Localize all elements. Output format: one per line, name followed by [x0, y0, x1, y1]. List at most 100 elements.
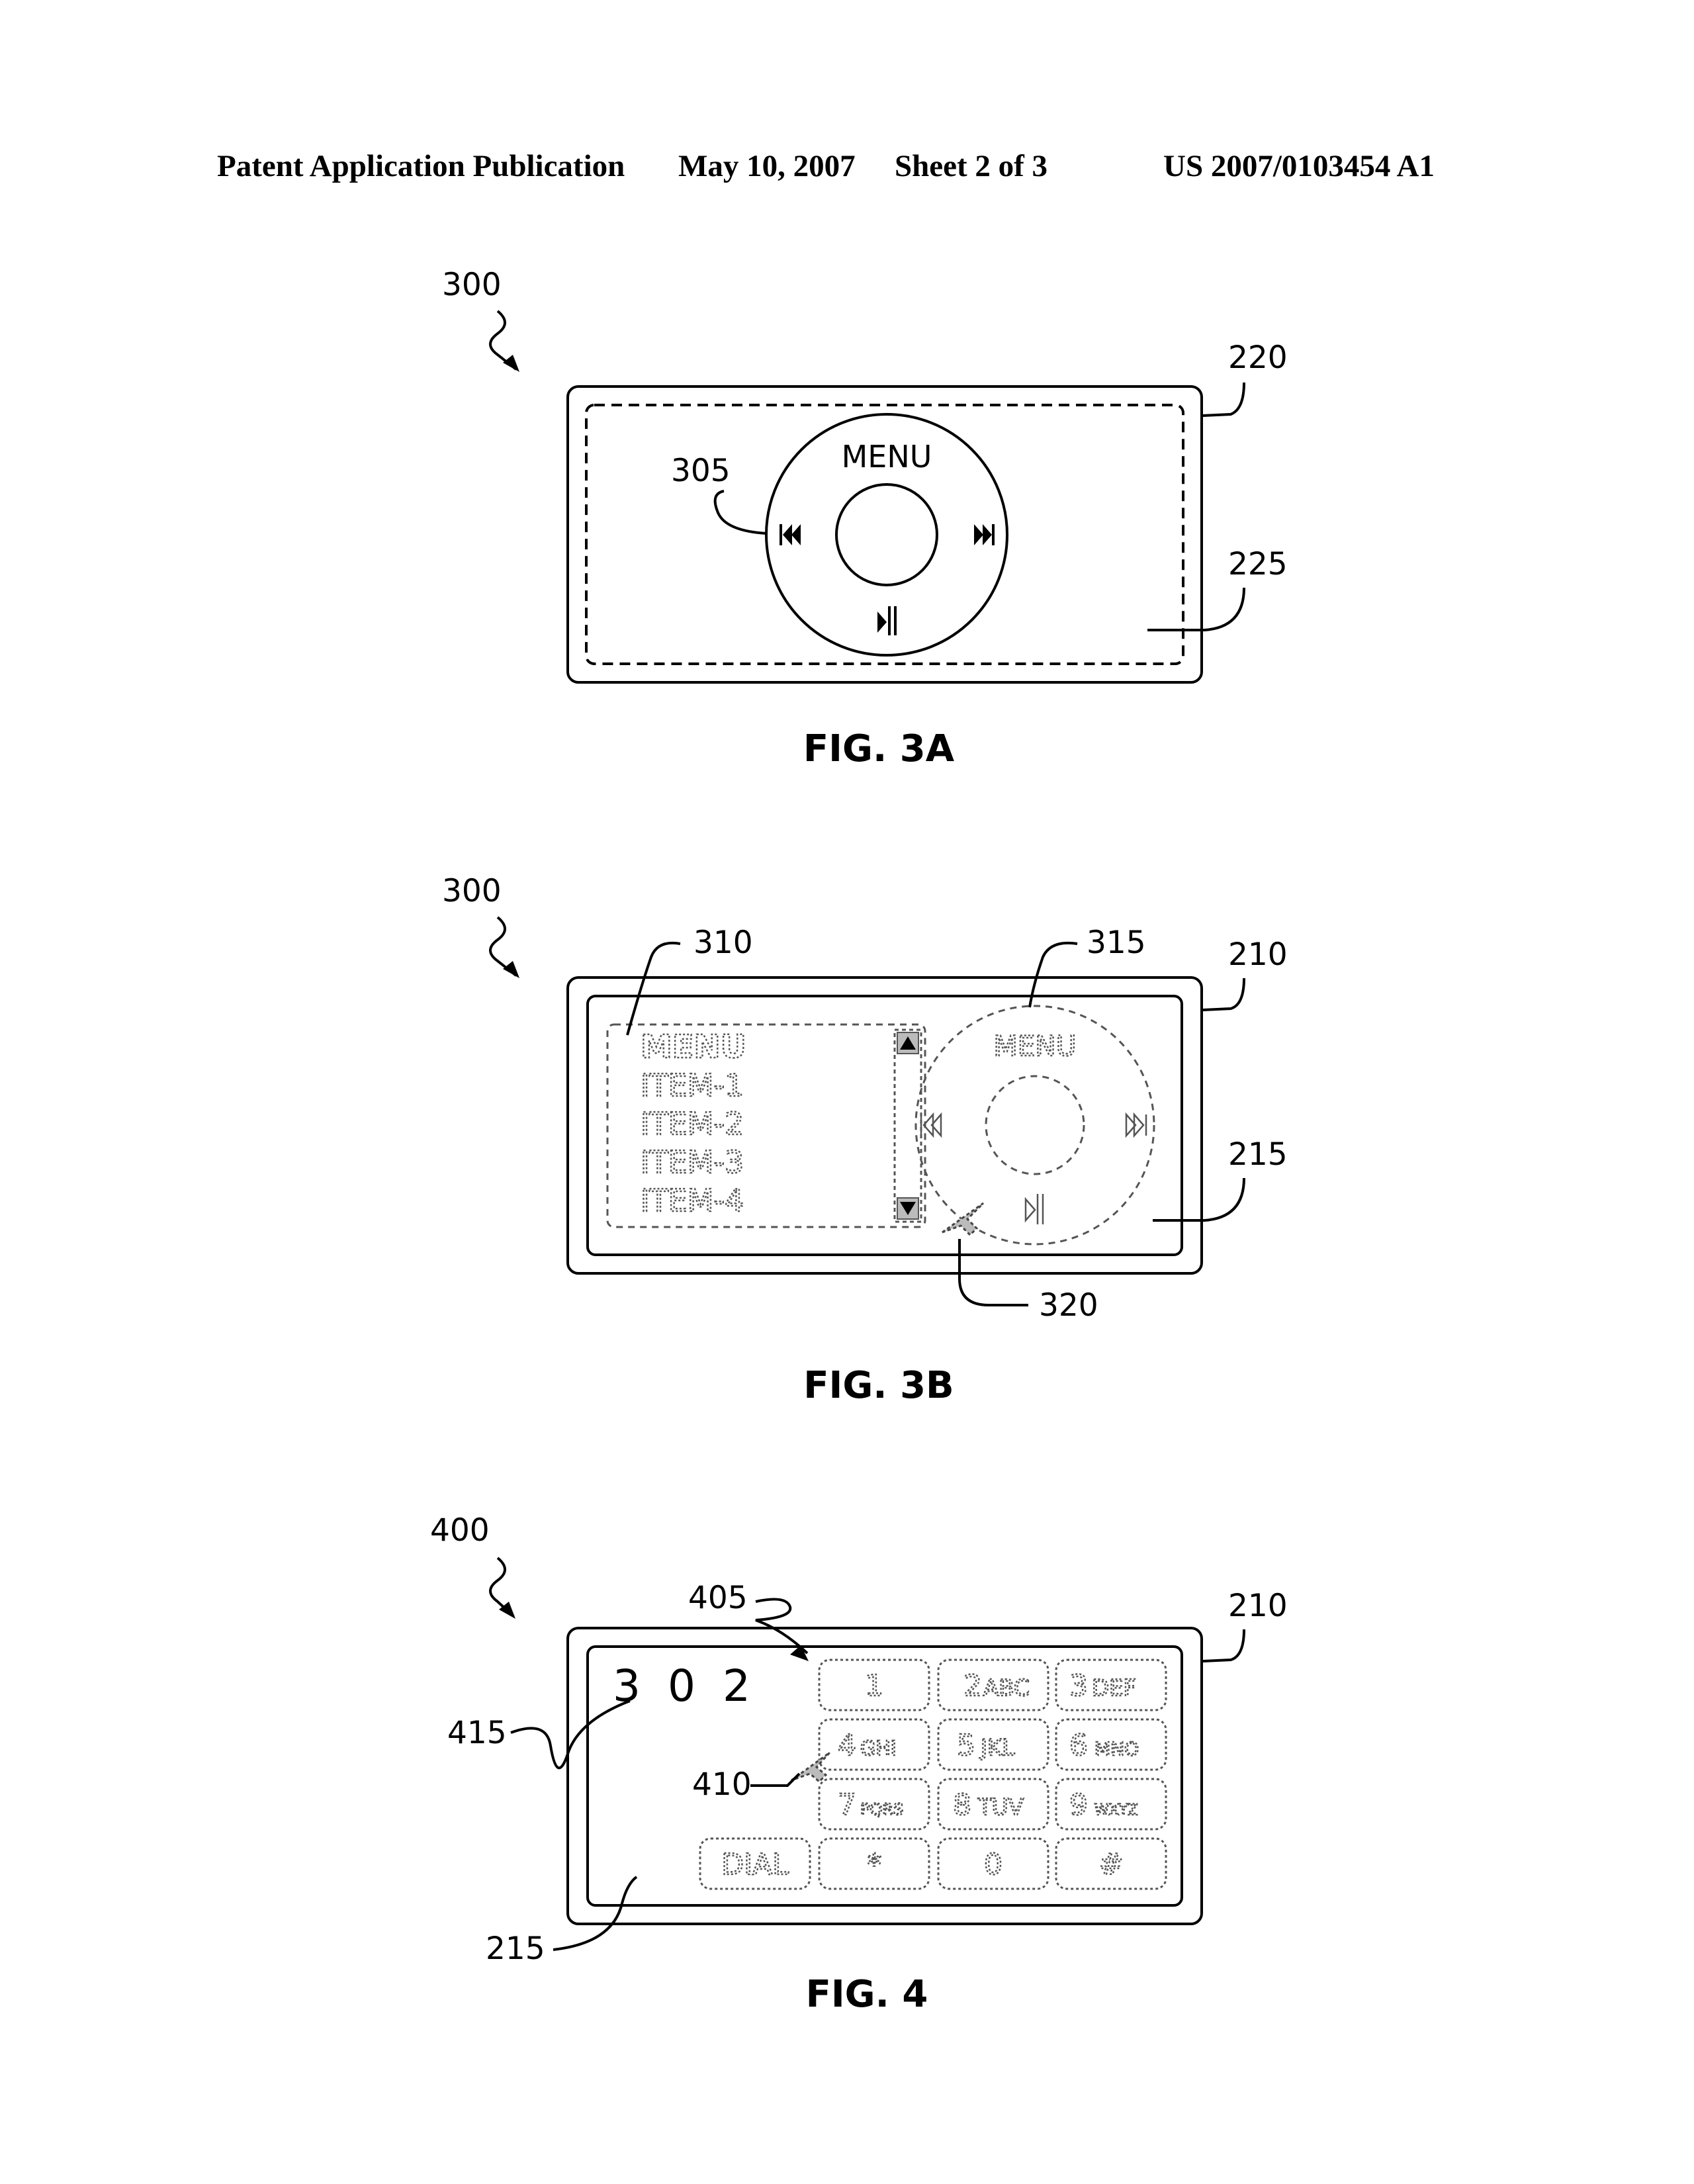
ref-215-4: 215: [486, 1931, 545, 1967]
ref-210-4: 210: [1228, 1588, 1288, 1624]
key-5[interactable]: 5 JKL: [937, 1718, 1049, 1771]
caption-fig-4: FIG. 4: [806, 1973, 928, 2016]
leader-405: [755, 1598, 809, 1655]
leader-300-3b: [489, 916, 517, 977]
scroll-down-button[interactable]: [897, 1197, 919, 1220]
svg-text:TUV: TUV: [977, 1794, 1024, 1821]
header-publication: Patent Application Publication: [217, 149, 625, 183]
previous-track-icon-3a: [780, 524, 801, 545]
list-item-3[interactable]: ITEM-3: [640, 1144, 745, 1181]
key-0[interactable]: 0: [937, 1837, 1049, 1890]
ref-300-3a: 300: [442, 267, 502, 303]
svg-text:2: 2: [963, 1669, 982, 1703]
ref-400: 400: [430, 1512, 490, 1549]
touch-screen-4: [586, 1645, 1183, 1907]
virtual-center-button[interactable]: [985, 1075, 1085, 1175]
list-item-4[interactable]: ITEM-4: [640, 1182, 745, 1220]
caption-fig-3b: FIG. 3B: [803, 1364, 954, 1407]
leader-225: [1147, 587, 1245, 631]
svg-text:JKL: JKL: [979, 1735, 1014, 1761]
dialed-number-display: 3 0 2: [613, 1661, 757, 1711]
scroll-up-arrow-icon: [900, 1036, 916, 1050]
svg-text:7: 7: [838, 1788, 856, 1822]
svg-text:GHI: GHI: [860, 1737, 897, 1760]
leader-210-3b: [1202, 978, 1245, 1011]
leader-300-3a: [489, 310, 517, 371]
device-housing-3a: [566, 385, 1203, 684]
ref-210-3b: 210: [1228, 936, 1288, 973]
ref-305: 305: [671, 453, 731, 489]
svg-text:6: 6: [1069, 1729, 1088, 1762]
leader-310: [626, 942, 681, 1036]
svg-text:5: 5: [957, 1729, 975, 1762]
play-pause-icon-3a: [877, 606, 897, 635]
leader-315: [1028, 941, 1078, 1008]
key-7[interactable]: 7 PQRS: [818, 1778, 930, 1831]
arrowhead-300-3b: [503, 961, 519, 978]
wheel-menu-label-3a: MENU: [842, 439, 932, 475]
leader-410: [750, 1772, 801, 1787]
svg-text:WXYZ: WXYZ: [1094, 1802, 1137, 1819]
leader-215-3b: [1153, 1177, 1245, 1222]
key-8[interactable]: 8 TUV: [937, 1778, 1049, 1831]
keypad: 1 2 ABC 3 DEF 4 GHI 5 JKL: [699, 1659, 1167, 1890]
leader-215-4: [553, 1876, 638, 1951]
leader-400: [489, 1557, 515, 1617]
next-track-icon-3a: [974, 524, 995, 545]
scroll-down-arrow-icon: [900, 1202, 916, 1215]
virtual-click-wheel[interactable]: [914, 1005, 1155, 1246]
leader-305: [713, 490, 767, 535]
center-button-3a: [835, 483, 938, 586]
key-9[interactable]: 9 WXYZ: [1055, 1778, 1167, 1831]
dial-button[interactable]: DIAL: [699, 1837, 811, 1890]
svg-text:DEF: DEF: [1092, 1675, 1136, 1702]
list-scrollbar[interactable]: [893, 1028, 922, 1223]
svg-text:*: *: [867, 1848, 881, 1882]
svg-text:0: 0: [984, 1848, 1003, 1882]
figure-3a: 300 MENU 305 220 225: [442, 267, 1288, 770]
virtual-next-track-icon[interactable]: [1125, 1112, 1147, 1138]
touch-area-3a: [585, 404, 1184, 665]
ref-410: 410: [692, 1766, 752, 1803]
arrowhead-405: [790, 1645, 809, 1661]
pointer-cursor-icon-4: [791, 1751, 831, 1784]
leader-415: [510, 1700, 631, 1770]
svg-text:3: 3: [1069, 1669, 1088, 1703]
device-housing-3b: [566, 976, 1203, 1275]
pointer-cursor-icon-3b: [942, 1202, 985, 1237]
caption-fig-3a: FIG. 3A: [803, 727, 955, 770]
header-number: US 2007/0103454 A1: [1163, 149, 1435, 183]
leader-320: [958, 1239, 1028, 1306]
virtual-previous-track-icon[interactable]: [920, 1112, 942, 1138]
list-item-2[interactable]: ITEM-2: [640, 1105, 745, 1143]
list-item-1[interactable]: ITEM-1: [640, 1067, 745, 1105]
key-hash[interactable]: #: [1055, 1837, 1167, 1890]
header-date: May 10, 2007: [678, 149, 856, 183]
ref-310: 310: [693, 925, 753, 961]
figure-3b: 300 MENU ITEM-1 ITEM-2 ITEM-3 ITEM-4 MEN…: [442, 873, 1288, 1407]
virtual-play-pause-icon[interactable]: [1024, 1194, 1044, 1224]
ref-220: 220: [1228, 340, 1288, 376]
click-wheel-3a: [765, 413, 1008, 657]
leader-220: [1202, 382, 1245, 417]
svg-text:MNO: MNO: [1094, 1738, 1139, 1760]
svg-text:8: 8: [953, 1788, 971, 1822]
virtual-wheel-menu-label[interactable]: MENU: [993, 1029, 1077, 1064]
ref-320: 320: [1039, 1287, 1098, 1324]
key-3[interactable]: 3 DEF: [1055, 1659, 1167, 1711]
figure-4: 400 3 0 2 1 2 ABC 3 DEF 4: [430, 1512, 1288, 2016]
key-1[interactable]: 1: [818, 1659, 930, 1711]
key-star[interactable]: *: [818, 1837, 930, 1890]
list-item-menu[interactable]: MENU: [640, 1028, 747, 1067]
svg-text:9: 9: [1069, 1788, 1088, 1822]
svg-text:ABC: ABC: [983, 1675, 1030, 1702]
svg-text:DIAL: DIAL: [721, 1848, 789, 1882]
key-2[interactable]: 2 ABC: [937, 1659, 1049, 1711]
svg-text:PQRS: PQRS: [860, 1800, 903, 1819]
ref-415: 415: [447, 1715, 507, 1751]
key-4[interactable]: 4 GHI: [818, 1718, 930, 1771]
header-sheet: Sheet 2 of 3: [895, 149, 1048, 183]
svg-text:4: 4: [838, 1729, 856, 1762]
key-6[interactable]: 6 MNO: [1055, 1718, 1167, 1771]
